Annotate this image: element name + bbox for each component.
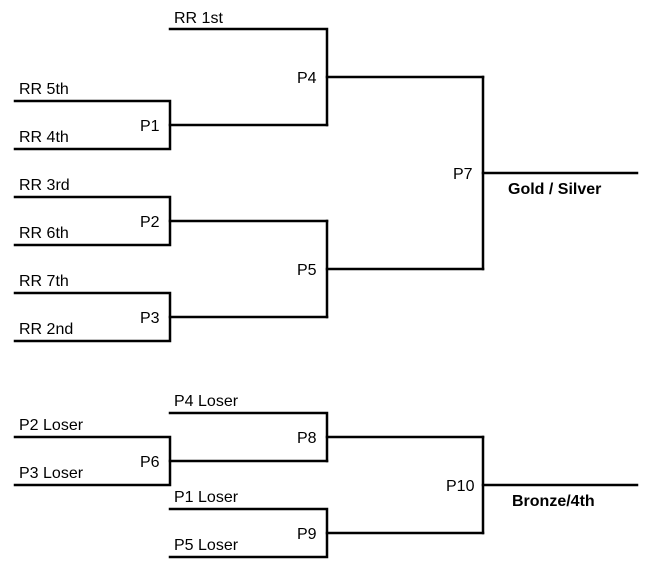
entrant-p3-loser: P3 Loser [19,465,84,482]
match-label-p3: P3 [140,310,160,327]
result-gold-silver: Gold / Silver [508,181,601,198]
match-label-p6: P6 [140,454,160,471]
result-bronze-4th: Bronze/4th [512,493,595,510]
seed-rr-2nd: RR 2nd [19,321,73,338]
entrant-p2-loser: P2 Loser [19,417,84,434]
consolation-bracket-lines [13,411,639,559]
seed-rr-7th: RR 7th [19,273,69,290]
match-label-p2: P2 [140,214,160,231]
match-label-p9: P9 [297,526,317,543]
entrant-p4-loser: P4 Loser [174,393,239,410]
seed-rr-1st: RR 1st [174,10,223,27]
match-label-p1: P1 [140,118,160,135]
seed-rr-3rd: RR 3rd [19,177,70,194]
entrant-p1-loser: P1 Loser [174,489,239,506]
entrant-p5-loser: P5 Loser [174,537,239,554]
match-p8-line [168,411,329,463]
match-label-p7: P7 [453,166,473,183]
seed-rr-6th: RR 6th [19,225,69,242]
seed-rr-4th: RR 4th [19,129,69,146]
match-label-p10: P10 [446,478,475,495]
match-label-p4: P4 [297,70,317,87]
match-label-p8: P8 [297,430,317,447]
match-p4-line [168,27,329,127]
main-bracket-lines [13,27,639,343]
match-label-p5: P5 [297,262,317,279]
seed-rr-5th: RR 5th [19,81,69,98]
